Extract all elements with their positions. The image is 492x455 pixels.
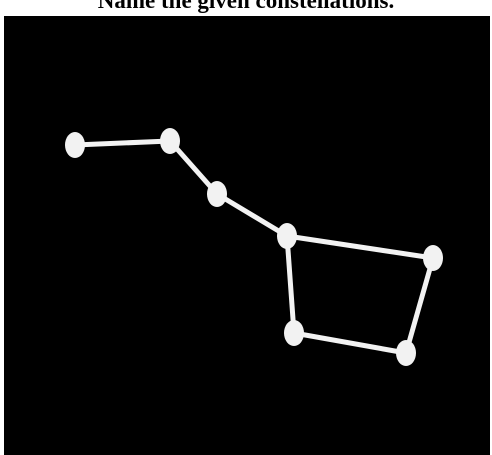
question-heading: Name the given constellations. (0, 0, 492, 15)
constellation-image (4, 16, 490, 455)
constellation-stars (65, 128, 443, 366)
constellation-line (217, 194, 287, 236)
star (277, 223, 297, 249)
constellation-line (287, 236, 294, 333)
constellation-diagram (4, 16, 490, 455)
constellation-line (75, 141, 170, 145)
star (207, 181, 227, 207)
constellation-line (287, 236, 433, 258)
star (160, 128, 180, 154)
constellation-line (406, 258, 433, 353)
star (423, 245, 443, 271)
star (396, 340, 416, 366)
constellation-line (294, 333, 406, 353)
star (284, 320, 304, 346)
star (65, 132, 85, 158)
constellation-lines (75, 141, 433, 353)
